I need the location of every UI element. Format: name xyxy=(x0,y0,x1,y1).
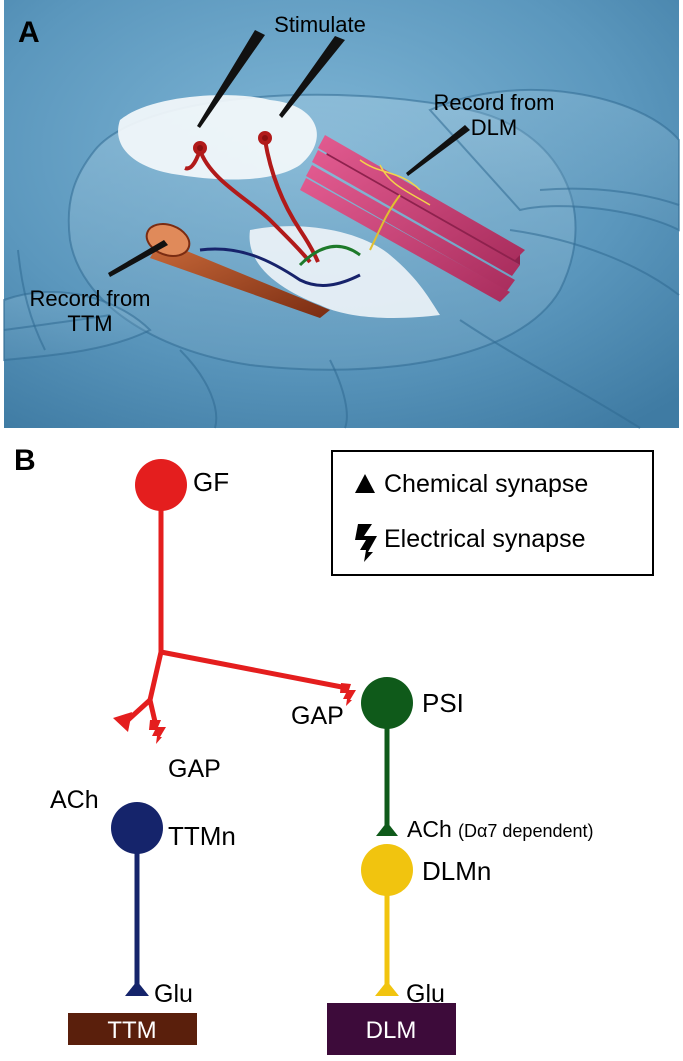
record-dlm-label-line1: Record from xyxy=(433,90,554,115)
gap-junction-ttmn-icon xyxy=(149,720,166,744)
glu-ttm-synapse-icon xyxy=(125,981,149,996)
gf-label: GF xyxy=(193,467,229,497)
glu-ttm-label: Glu xyxy=(154,980,193,1008)
ttmn-neuron-3d xyxy=(199,247,361,287)
legend-electrical-label: Electrical synapse xyxy=(384,525,585,553)
record-ttm-label-line2: TTM xyxy=(67,311,112,336)
legend: Chemical synapse Electrical synapse xyxy=(331,450,654,576)
glu-dlm-synapse-icon xyxy=(375,981,399,996)
record-ttm-label-line1: Record from xyxy=(29,286,150,311)
electrical-synapse-icon xyxy=(355,524,377,562)
panel-b-letter: B xyxy=(14,444,36,477)
ttmn-label: TTMn xyxy=(168,821,236,851)
gf-branch-down xyxy=(147,651,164,701)
gf-circuit xyxy=(126,485,348,727)
panel-a-letter: A xyxy=(18,16,40,49)
ttm-box xyxy=(68,1013,197,1045)
dlm-box-label: DLM xyxy=(366,1017,417,1044)
dlmn-neuron-3d xyxy=(369,194,401,251)
chemical-synapse-icon xyxy=(355,474,375,493)
legend-chemical-label: Chemical synapse xyxy=(384,470,588,498)
ttmn-neuron xyxy=(111,802,163,854)
psi-neuron-3d xyxy=(298,244,361,267)
dlm-muscle xyxy=(300,135,525,302)
ach-dlmn-label: ACh xyxy=(407,816,452,842)
gap-junction-psi-icon xyxy=(340,683,356,706)
ttm-electrode xyxy=(108,240,168,277)
legend-box xyxy=(331,450,654,576)
record-dlm-label-line2: DLM xyxy=(471,115,517,140)
stimulating-electrode-1 xyxy=(197,30,265,128)
psi-label: PSI xyxy=(422,688,464,718)
panel-b: B Chemical synapse Electrical synapse GF… xyxy=(14,444,654,1055)
ttm-box-label: TTM xyxy=(107,1017,156,1044)
ach-ttmn-synapse-icon xyxy=(113,712,132,732)
dlm-box xyxy=(327,1003,456,1055)
dlmn-neuron xyxy=(361,844,413,896)
gap-psi-label: GAP xyxy=(291,702,344,730)
ach-dlmn-note: (Dα7 dependent) xyxy=(458,821,594,841)
ach-dlmn-synapse-icon xyxy=(376,822,398,836)
stimulating-electrode-2 xyxy=(279,36,345,118)
psi-neuron xyxy=(361,677,413,729)
gf-neuron xyxy=(135,459,187,511)
gf-branch-ach xyxy=(126,698,152,722)
gf-branch-to-psi xyxy=(160,649,348,691)
ach-ttmn-label: ACh xyxy=(50,786,99,814)
dlmn-label: DLMn xyxy=(422,856,491,886)
stimulate-label: Stimulate xyxy=(274,12,366,37)
gap-ttmn-label: GAP xyxy=(168,755,221,783)
panel-a: A Stimulate Record from DLM Record from … xyxy=(3,0,680,429)
dlm-electrode xyxy=(406,125,470,176)
